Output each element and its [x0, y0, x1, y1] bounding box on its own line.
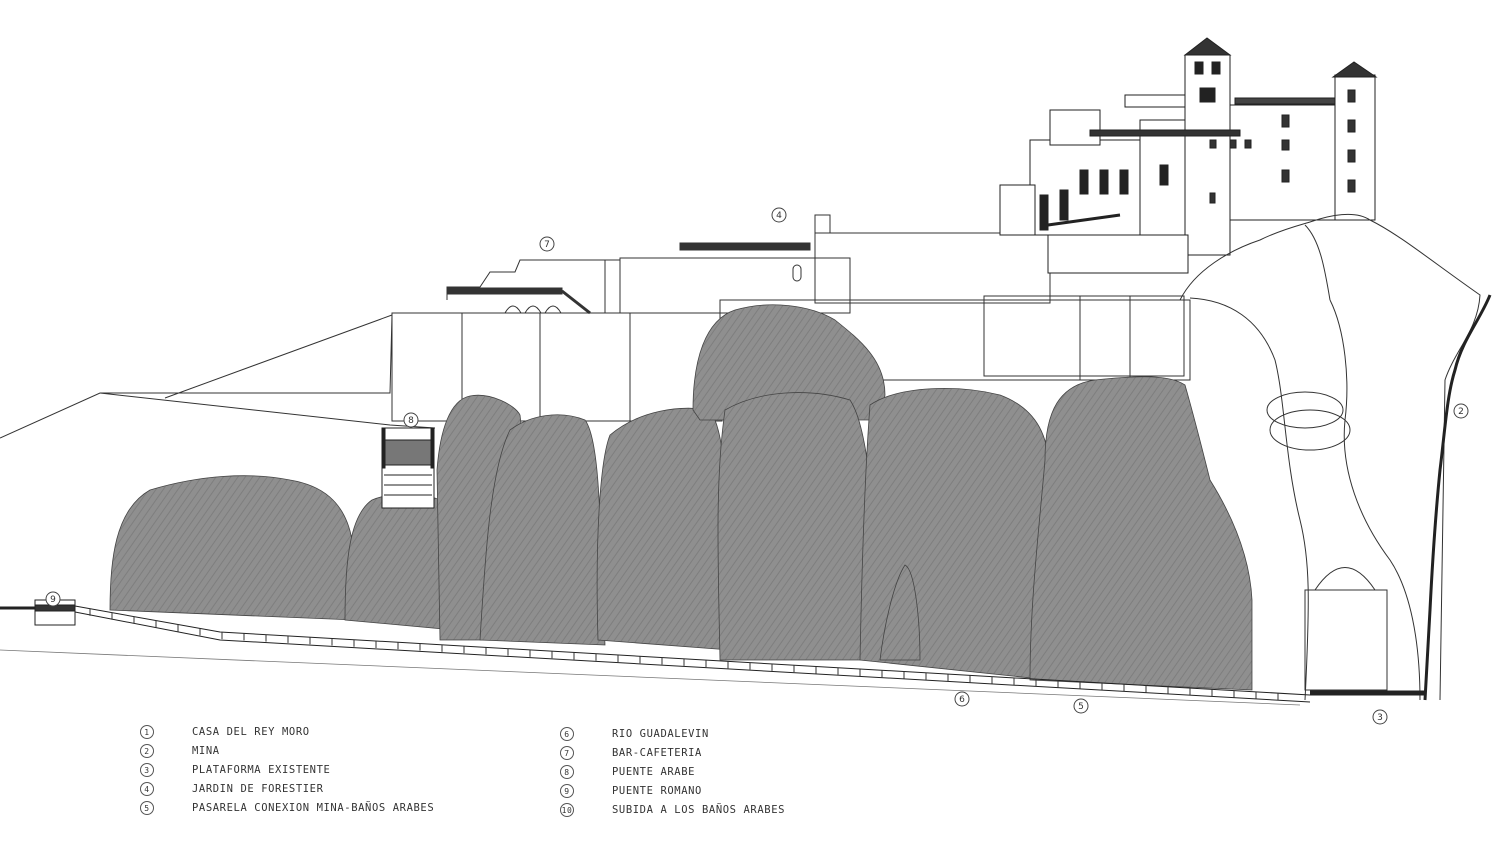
legend-num: 2	[140, 744, 154, 758]
legend-label: MINA	[192, 745, 220, 757]
marker-8-label: 8	[408, 416, 414, 426]
pasarela-walkway	[0, 599, 1425, 706]
casa-del-rey-moro	[999, 37, 1378, 274]
legend-label: PASARELA CONEXION MINA-BAÑOS ARABES	[192, 802, 435, 814]
legend-label: PUENTE ROMANO	[612, 785, 702, 797]
mina-cliff	[1179, 213, 1481, 701]
legend-num: 8	[560, 765, 574, 779]
rock-masses	[109, 304, 1253, 691]
legend-label: BAR-CAFETERIA	[612, 747, 702, 759]
legend-label: JARDIN DE FORESTIER	[192, 783, 324, 795]
marker-6: 6	[954, 691, 970, 707]
marker-4: 4	[771, 207, 787, 223]
legend-label: SUBIDA A LOS BAÑOS ARABES	[612, 804, 786, 816]
cliff-edge	[1423, 294, 1492, 701]
marker-6-label: 6	[959, 695, 965, 705]
marker-8: 8	[403, 412, 419, 428]
legend-num: 1	[140, 725, 154, 739]
marker-3-label: 3	[1377, 713, 1383, 723]
legend-num: 5	[140, 801, 154, 815]
legend-num: 4	[140, 782, 154, 796]
marker-2: 2	[1453, 403, 1469, 419]
legend-num: 6	[560, 727, 574, 741]
marker-9: 9	[45, 591, 61, 607]
walkway-posts	[89, 608, 1279, 701]
marker-7: 7	[539, 236, 555, 252]
legend-num: 7	[560, 746, 574, 760]
terrain-slope	[0, 314, 436, 439]
legend-label: PUENTE ARABE	[612, 766, 696, 778]
legend-num: 10	[560, 803, 574, 817]
legend-label: CASA DEL REY MORO	[192, 726, 310, 738]
puente-arabe-structure	[381, 427, 435, 509]
marker-5-label: 5	[1078, 702, 1084, 712]
marker-5: 5	[1073, 698, 1089, 714]
legend-label: PLATAFORMA EXISTENTE	[192, 764, 331, 776]
marker-2-label: 2	[1458, 407, 1464, 417]
legend-num: 3	[140, 763, 154, 777]
legend-num: 9	[560, 784, 574, 798]
marker-3: 3	[1372, 709, 1388, 725]
marker-4-label: 4	[776, 211, 782, 221]
marker-7-label: 7	[544, 240, 550, 250]
legend-label: RIO GUADALEVIN	[612, 728, 709, 740]
marker-9-label: 9	[50, 595, 56, 605]
